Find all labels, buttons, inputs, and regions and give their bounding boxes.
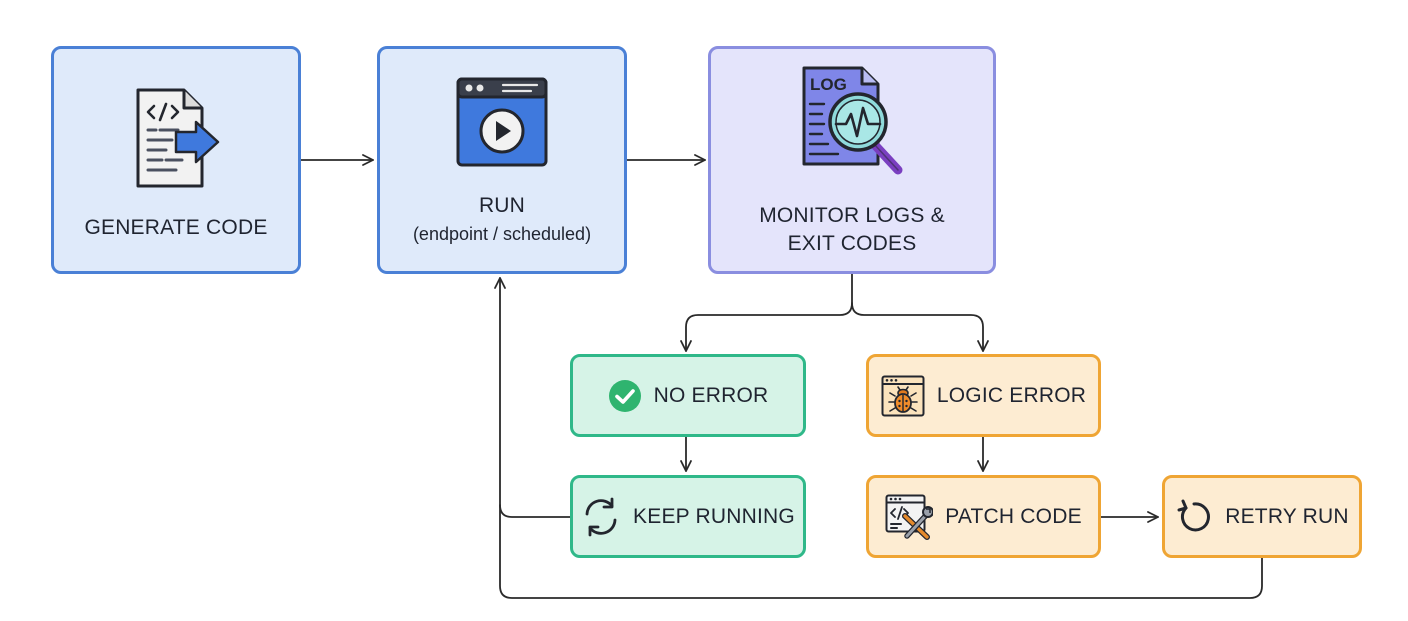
- run-node[interactable]: RUN (endpoint / scheduled): [377, 46, 627, 274]
- log-magnifier-icon: LOG: [802, 66, 903, 175]
- retry-run-label: RETRY RUN: [1225, 504, 1349, 528]
- patch-code-node[interactable]: PATCH CODE: [866, 475, 1101, 558]
- keep-running-label: KEEP RUNNING: [633, 504, 795, 528]
- svg-text:LOG: LOG: [810, 75, 847, 94]
- keep-running-node[interactable]: KEEP RUNNING: [570, 475, 806, 558]
- browser-play-icon: [456, 77, 548, 166]
- code-file-export-icon: [136, 88, 220, 188]
- logic-error-label: LOGIC ERROR: [936, 383, 1087, 407]
- monitor-logs-node[interactable]: LOG MONITOR LOGS & EXIT CODES: [708, 46, 996, 274]
- check-circle-icon: [608, 379, 641, 412]
- sync-arrows-icon: [585, 497, 617, 536]
- generate-code-label: GENERATE CODE: [84, 216, 268, 239]
- retry-arrow-icon: [1177, 499, 1211, 531]
- loop-keep-running-to-run: [494, 277, 571, 518]
- split-monitor-outcomes: [680, 272, 853, 352]
- loop-retry-to-run: [499, 504, 1263, 599]
- bug-window-icon: [881, 375, 925, 416]
- run-sublabel: (endpoint / scheduled): [412, 223, 592, 244]
- retry-run-node[interactable]: RETRY RUN: [1162, 475, 1362, 558]
- no-error-node[interactable]: NO ERROR: [570, 354, 806, 437]
- code-wrench-icon: [885, 494, 934, 540]
- monitor-label-line-1: MONITOR LOGS &: [759, 204, 945, 227]
- patch-code-label: PATCH CODE: [945, 504, 1082, 528]
- no-error-label: NO ERROR: [653, 383, 769, 407]
- monitor-label-line-2: EXIT CODES: [787, 232, 917, 255]
- generate-code-node[interactable]: GENERATE CODE: [51, 46, 301, 274]
- run-label: RUN: [478, 193, 526, 217]
- logic-error-node[interactable]: LOGIC ERROR: [866, 354, 1101, 437]
- split-to-logic-error: [851, 302, 989, 352]
